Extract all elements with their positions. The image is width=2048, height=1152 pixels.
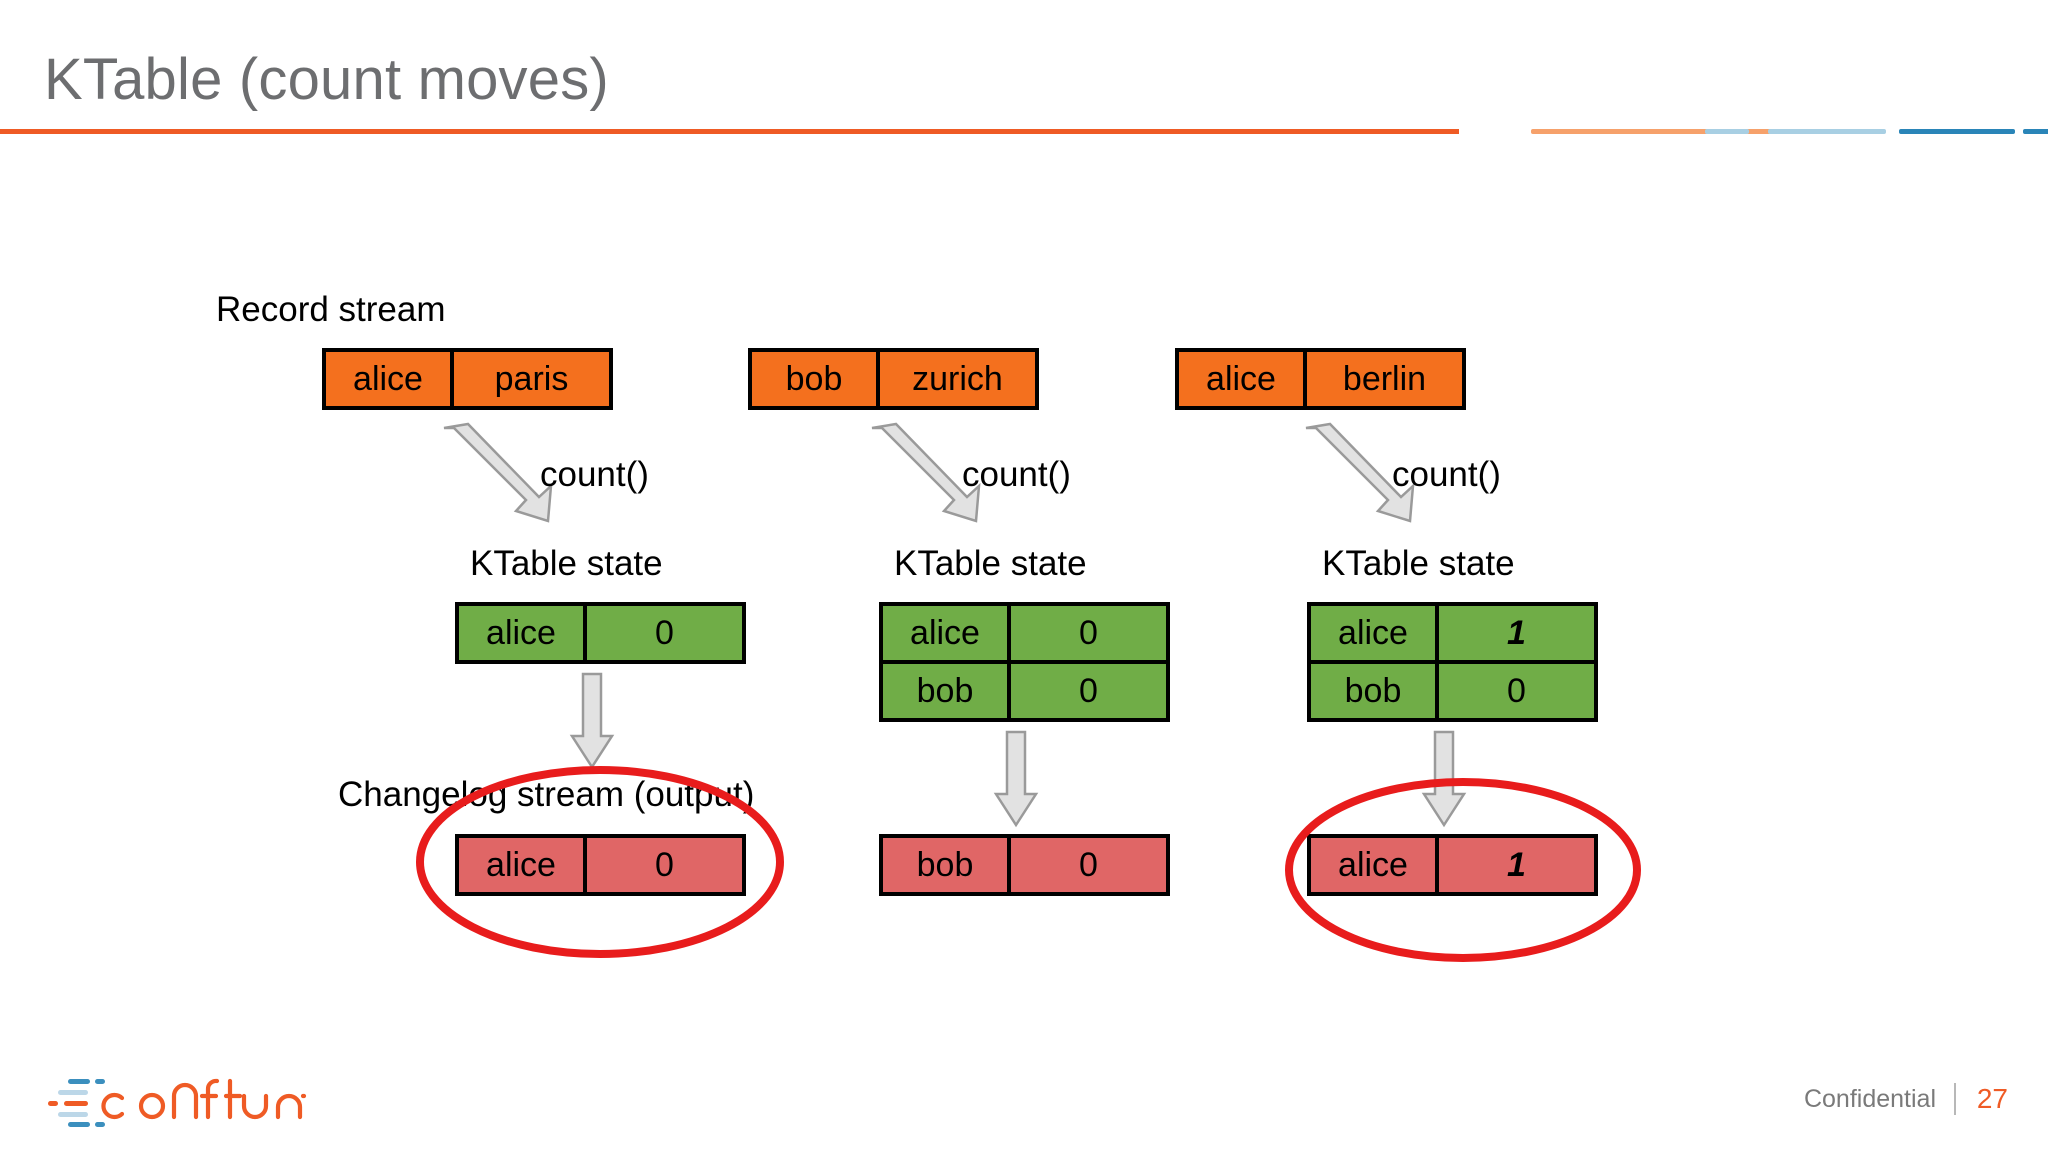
ktable-state-box-1: alice 0 [455, 602, 746, 664]
count-label-2: count() [962, 455, 1071, 494]
record-box-3: alice berlin [1175, 348, 1466, 410]
record-row: alice paris [326, 352, 609, 406]
header-rule-segment-blue-long [1899, 129, 2015, 134]
changelog-stream-label: Changelog stream (output) [338, 775, 755, 814]
changelog-box-3: alice 1 [1307, 834, 1598, 896]
record-key: bob [752, 352, 880, 406]
header-rule-segment-light-blue-short [1705, 129, 1749, 134]
record-value: paris [454, 352, 609, 406]
logo-wordmark [101, 1078, 307, 1120]
record-stream-label: Record stream [216, 290, 446, 329]
record-key: alice [326, 352, 454, 406]
table-row: bob 0 [1311, 660, 1594, 718]
changelog-value: 0 [587, 838, 742, 892]
changelog-key: alice [459, 838, 587, 892]
header-rule-segment-light-blue-long [1768, 129, 1886, 134]
confluent-logo [48, 1078, 307, 1127]
table-row: alice 0 [883, 606, 1166, 660]
changelog-value: 1 [1439, 838, 1594, 892]
state-key: bob [1311, 664, 1439, 718]
record-box-2: bob zurich [748, 348, 1039, 410]
changelog-value: 0 [1011, 838, 1166, 892]
state-key: alice [883, 606, 1011, 660]
state-value: 0 [1011, 606, 1166, 660]
table-row: bob 0 [883, 838, 1166, 892]
page-title: KTable (count moves) [44, 47, 609, 112]
logo-marks [48, 1079, 105, 1127]
count-arrow-3 [1305, 422, 1415, 523]
ktable-state-label-3: KTable state [1322, 544, 1515, 583]
ktable-state-box-2: alice 0 bob 0 [879, 602, 1170, 722]
state-key: alice [459, 606, 587, 660]
record-key: alice [1179, 352, 1307, 406]
record-box-1: alice paris [322, 348, 613, 410]
record-value: berlin [1307, 352, 1462, 406]
state-to-changelog-arrow-1 [569, 672, 615, 770]
footer-divider [1954, 1083, 1956, 1115]
state-value: 0 [1439, 664, 1594, 718]
record-value: zurich [880, 352, 1035, 406]
state-to-changelog-arrow-2 [993, 730, 1039, 828]
count-label-3: count() [1392, 455, 1501, 494]
count-arrow-2 [871, 422, 981, 523]
header-rule-segment-light-orange [1531, 129, 1784, 134]
confidential-label: Confidential [1803, 1084, 1936, 1113]
ktable-state-label-2: KTable state [894, 544, 1087, 583]
changelog-box-1: alice 0 [455, 834, 746, 896]
changelog-key: alice [1311, 838, 1439, 892]
table-row: alice 1 [1311, 838, 1594, 892]
ktable-state-label-1: KTable state [470, 544, 663, 583]
count-arrow-1 [443, 422, 553, 523]
table-row: alice 1 [1311, 606, 1594, 660]
state-value: 0 [587, 606, 742, 660]
record-row: alice berlin [1179, 352, 1462, 406]
record-row: bob zurich [752, 352, 1035, 406]
changelog-box-2: bob 0 [879, 834, 1170, 896]
header-rule-primary [0, 129, 1459, 134]
state-value: 0 [1011, 664, 1166, 718]
state-key: alice [1311, 606, 1439, 660]
state-to-changelog-arrow-3 [1421, 730, 1467, 828]
ktable-state-box-3: alice 1 bob 0 [1307, 602, 1598, 722]
table-row: bob 0 [883, 660, 1166, 718]
state-key: bob [883, 664, 1011, 718]
state-value: 1 [1439, 606, 1594, 660]
table-row: alice 0 [459, 838, 742, 892]
page-number: 27 [1976, 1083, 2008, 1114]
footer-meta: Confidential 27 [1804, 1083, 2008, 1115]
table-row: alice 0 [459, 606, 742, 660]
count-label-1: count() [540, 455, 649, 494]
header-rule-segment-blue-short [2023, 129, 2048, 134]
changelog-key: bob [883, 838, 1011, 892]
